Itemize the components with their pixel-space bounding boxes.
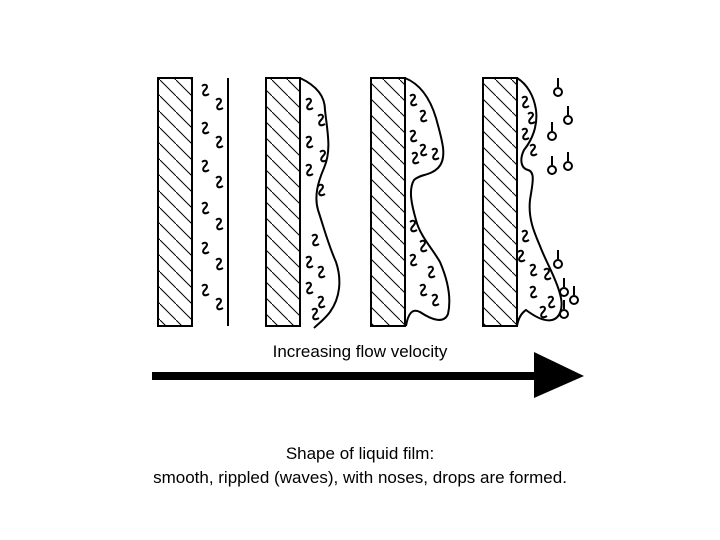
wall-1 xyxy=(157,77,193,327)
drop xyxy=(563,161,573,171)
drop xyxy=(553,87,563,97)
panel-rippled xyxy=(265,77,341,329)
liquid-squiggle xyxy=(311,307,320,321)
liquid-squiggle xyxy=(419,143,428,157)
flow-velocity-arrow xyxy=(152,352,584,398)
liquid-squiggle xyxy=(305,163,314,177)
liquid-squiggle xyxy=(319,149,328,163)
liquid-squiggle xyxy=(317,295,326,309)
flow-velocity-label: Increasing flow velocity xyxy=(272,342,448,361)
drop xyxy=(559,287,569,297)
liquid-squiggle xyxy=(409,253,418,267)
liquid-squiggle xyxy=(409,219,418,233)
drop xyxy=(559,309,569,319)
liquid-squiggle xyxy=(305,281,314,295)
liquid-squiggle xyxy=(311,233,320,247)
film-surface-drops xyxy=(516,77,563,327)
film-surface-noses xyxy=(404,77,451,327)
liquid-squiggle xyxy=(539,305,548,319)
liquid-squiggle xyxy=(317,113,326,127)
liquid-squiggles-1 xyxy=(201,83,224,311)
liquid-squiggle xyxy=(431,147,440,161)
panel-smooth xyxy=(157,77,229,327)
liquid-squiggle xyxy=(431,293,440,307)
liquid-squiggle xyxy=(547,295,556,309)
liquid-squiggle xyxy=(305,255,314,269)
liquid-squiggle xyxy=(215,135,224,149)
liquid-squiggle xyxy=(521,229,530,243)
liquid-squiggle xyxy=(305,97,314,111)
liquid-squiggle xyxy=(215,217,224,231)
liquid-squiggle xyxy=(305,135,314,149)
liquid-squiggles-4 xyxy=(517,95,556,319)
liquid-squiggle xyxy=(427,265,436,279)
wall-4 xyxy=(482,77,518,327)
drop xyxy=(547,131,557,141)
drop xyxy=(563,115,573,125)
liquid-squiggles-2 xyxy=(305,97,328,321)
film-surface-rippled xyxy=(299,77,341,329)
drop xyxy=(569,295,579,305)
liquid-squiggle xyxy=(529,143,538,157)
liquid-squiggle xyxy=(543,267,552,281)
liquid-squiggle xyxy=(215,175,224,189)
wall-3 xyxy=(370,77,406,327)
liquid-squiggle xyxy=(411,151,420,165)
liquid-squiggle xyxy=(201,83,210,97)
liquid-squiggle xyxy=(529,285,538,299)
liquid-squiggle xyxy=(419,239,428,253)
caption-description: smooth, rippled (waves), with noses, dro… xyxy=(153,468,567,487)
panel-drops xyxy=(482,77,579,327)
liquid-squiggle xyxy=(409,129,418,143)
liquid-squiggle xyxy=(419,109,428,123)
liquid-squiggle xyxy=(201,159,210,173)
liquid-squiggle xyxy=(521,127,530,141)
liquid-squiggle xyxy=(201,241,210,255)
liquid-squiggle xyxy=(215,97,224,111)
liquid-squiggle xyxy=(201,201,210,215)
liquid-squiggle xyxy=(517,249,526,263)
drop xyxy=(553,259,563,269)
wall-2 xyxy=(265,77,301,327)
liquid-squiggle xyxy=(201,283,210,297)
liquid-squiggle xyxy=(215,257,224,271)
caption-title: Shape of liquid film: xyxy=(285,444,435,463)
liquid-squiggle xyxy=(215,297,224,311)
liquid-squiggle xyxy=(521,95,530,109)
liquid-squiggles-3 xyxy=(409,93,440,307)
drops xyxy=(547,78,579,319)
liquid-squiggle xyxy=(317,183,326,197)
liquid-squiggle xyxy=(529,263,538,277)
liquid-squiggle xyxy=(317,265,326,279)
panel-noses xyxy=(370,77,451,327)
liquid-squiggle xyxy=(201,121,210,135)
liquid-squiggle xyxy=(527,111,536,125)
drop xyxy=(547,165,557,175)
arrow-head xyxy=(534,352,584,398)
liquid-squiggle xyxy=(409,93,418,107)
liquid-squiggle xyxy=(419,283,428,297)
